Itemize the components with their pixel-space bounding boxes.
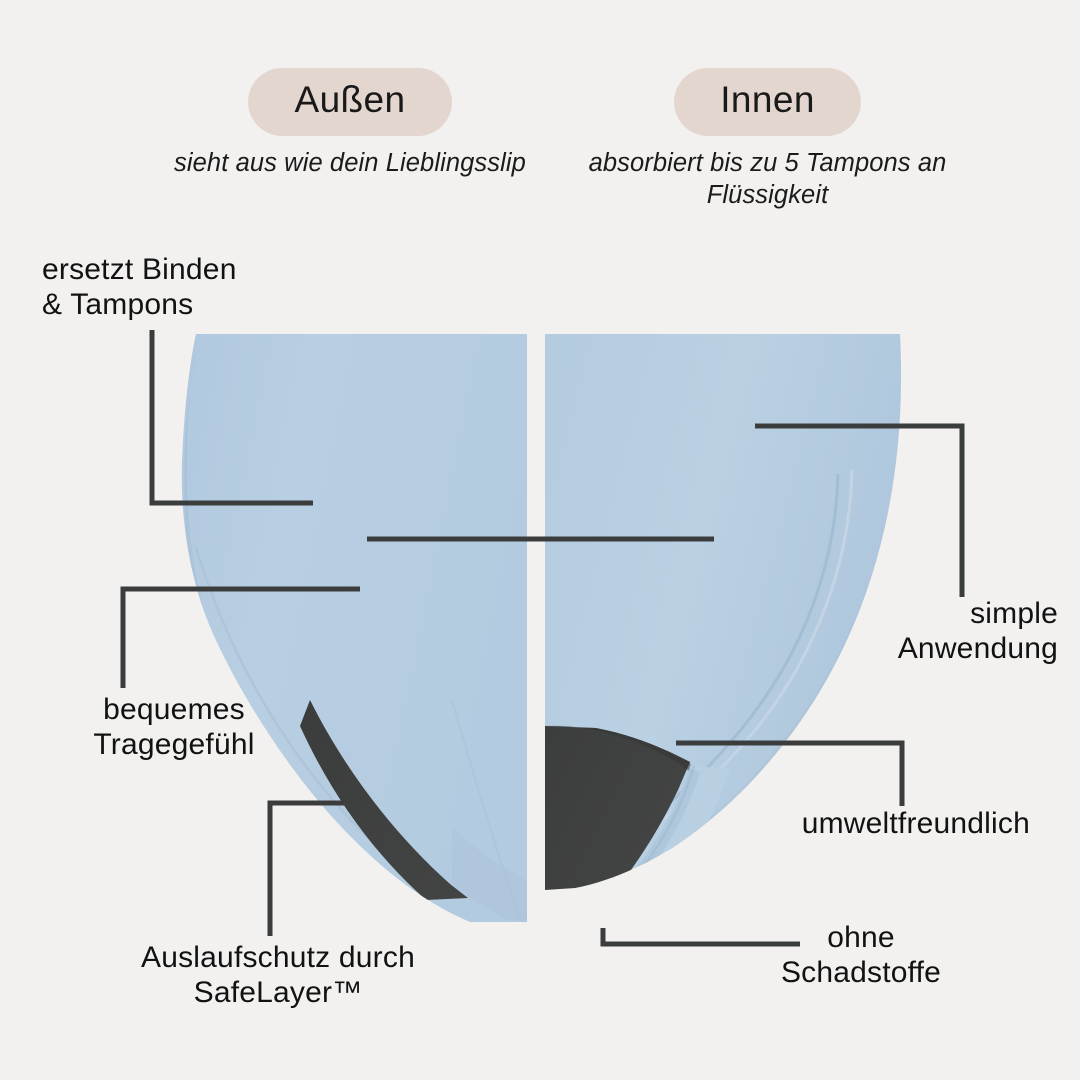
callout-comfortable-wear: bequemes Tragegefühl — [93, 693, 255, 762]
leader-eco-friendly — [676, 740, 905, 806]
badge-pill-inner: Innen — [674, 68, 861, 136]
garment-outer-view — [181, 334, 527, 922]
callout-eco-friendly: umweltfreundlich — [801, 807, 1030, 840]
leader-replaces — [149, 330, 313, 506]
badge-group-outer: Außen sieht aus wie dein Lieblingsslip — [150, 68, 550, 179]
badge-pill-outer: Außen — [248, 68, 452, 136]
leader-no-toxins — [600, 928, 800, 947]
leader-simple-use — [755, 423, 965, 597]
badge-group-inner: Innen absorbiert bis zu 5 Tampons an Flü… — [585, 68, 950, 211]
badge-subtitle-outer: sieht aus wie dein Lieblingsslip — [174, 148, 526, 177]
leader-leak-protection — [267, 800, 344, 936]
callout-no-harmful-substances: ohne Schadstoffe — [780, 921, 942, 990]
garment-inner-view — [545, 334, 902, 890]
callout-simple-application: simple Anwendung — [897, 597, 1058, 666]
callout-replaces-pads-tampons: ersetzt Binden & Tampons — [42, 253, 237, 322]
leader-lines — [120, 330, 965, 947]
callout-leak-protection-safelayer: Auslaufschutz durch SafeLayer™ — [141, 941, 415, 1010]
leader-comfort — [120, 586, 360, 688]
badge-subtitle-inner: absorbiert bis zu 5 Tampons an Flüssigke… — [588, 148, 947, 209]
